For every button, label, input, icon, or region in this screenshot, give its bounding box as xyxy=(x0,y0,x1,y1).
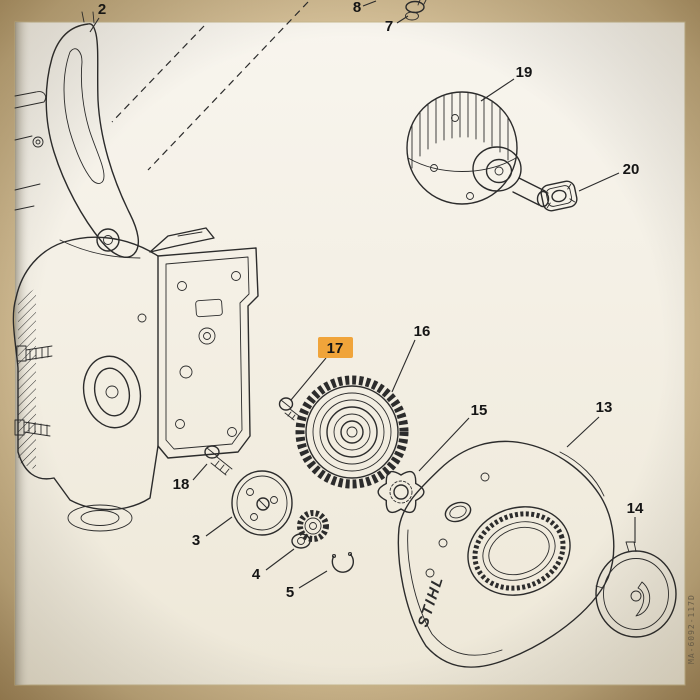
exploded-parts-diagram: STIHL 2 8 7 19 20 xyxy=(0,0,700,700)
photo-vignette xyxy=(0,0,700,700)
parts-diagram-photo: STIHL 2 8 7 19 20 xyxy=(0,0,700,700)
